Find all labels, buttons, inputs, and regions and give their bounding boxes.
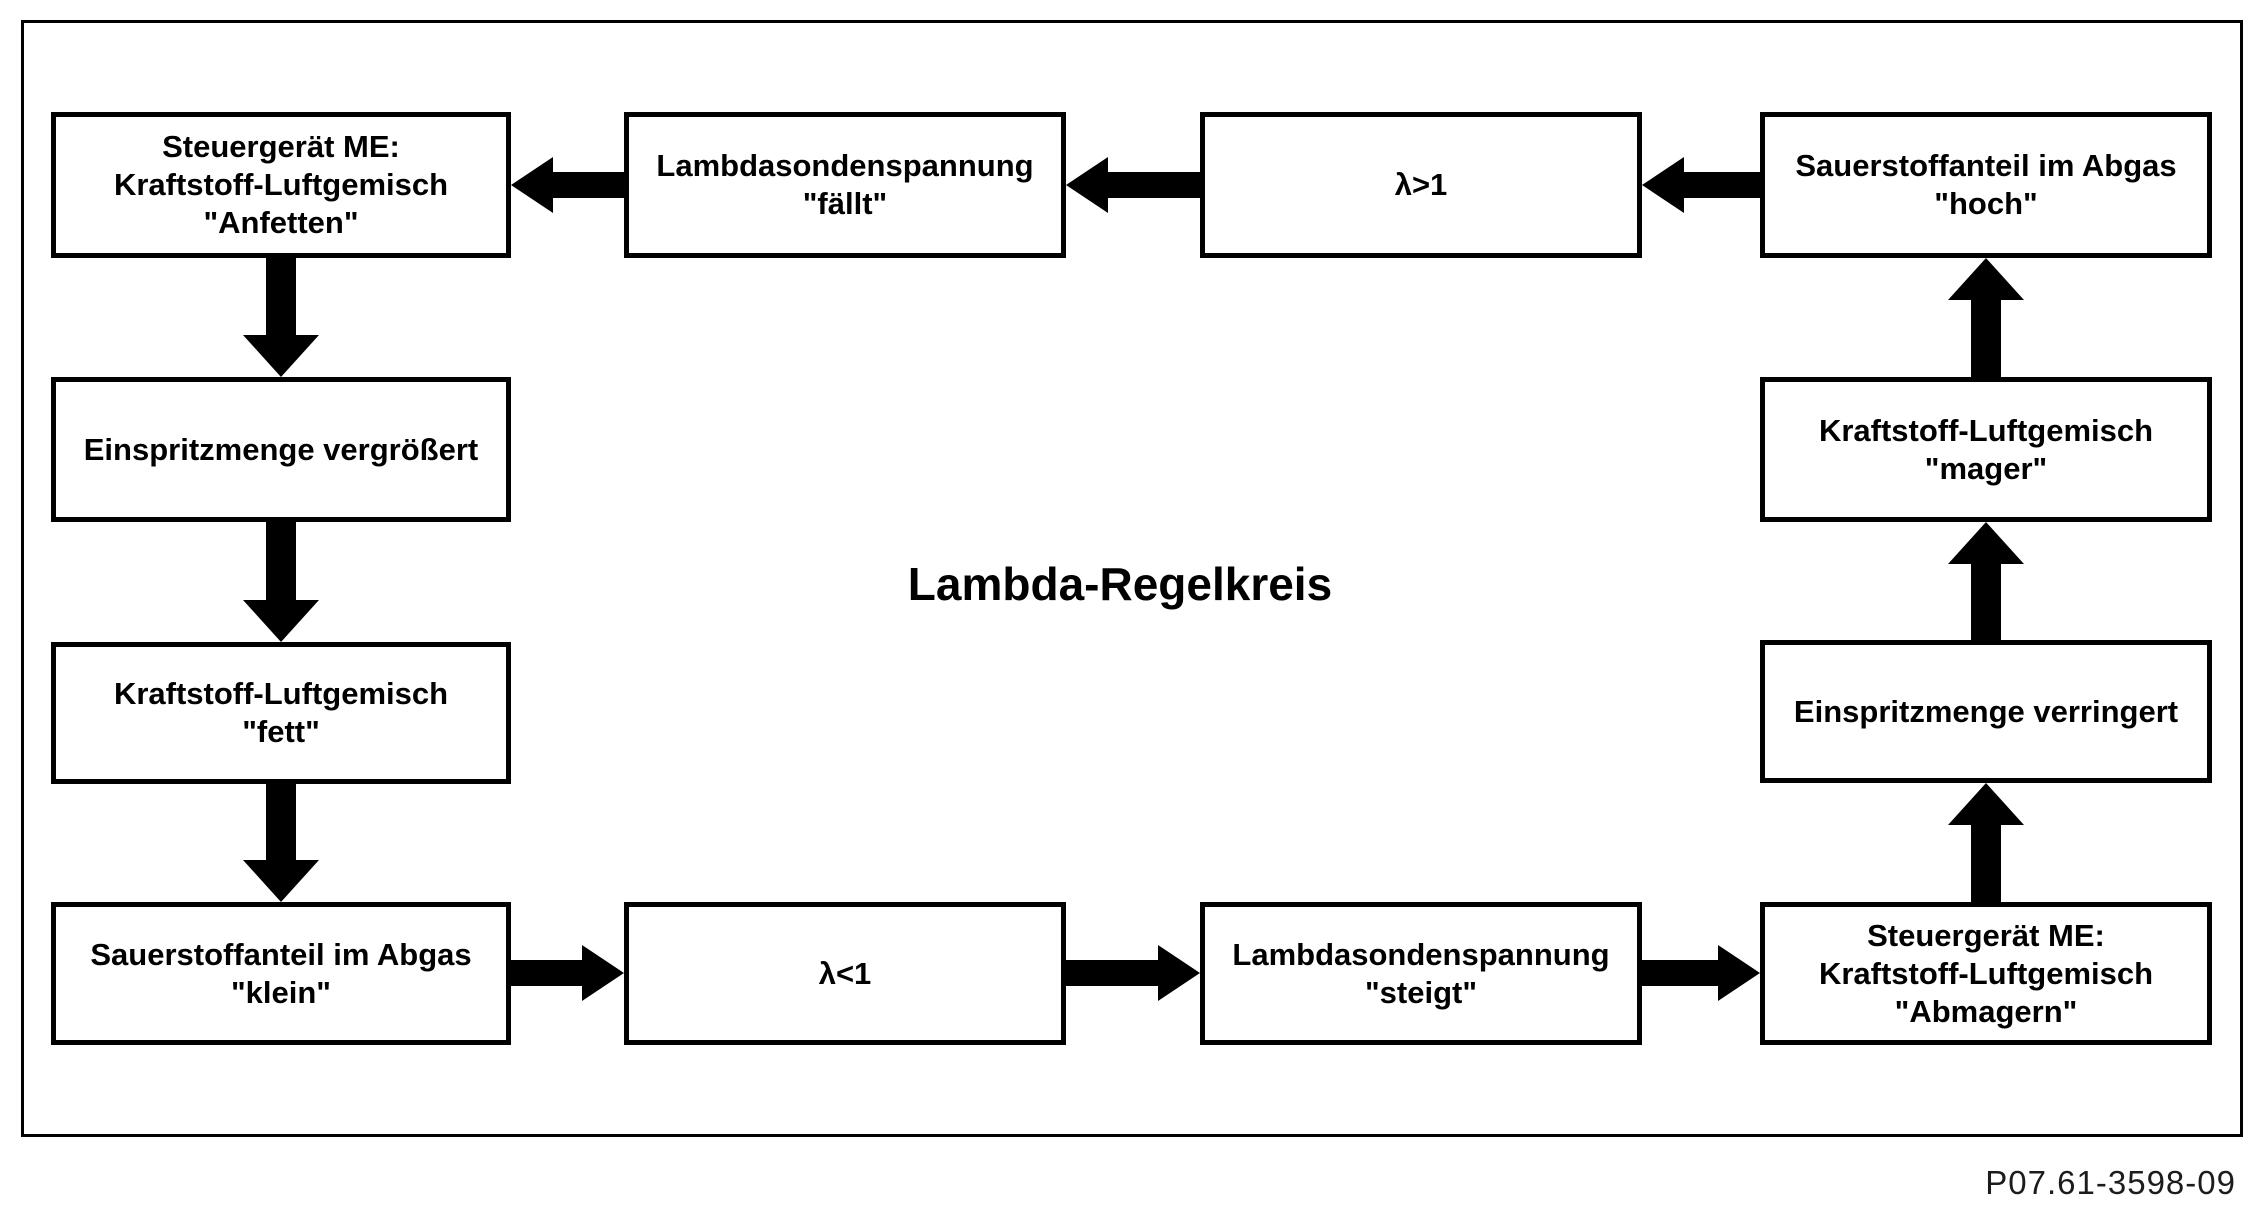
arrow-mager-to-hoch (1971, 298, 2001, 377)
arrow-hoch-to-lambda-gt-1 (1680, 172, 1760, 198)
arrow-anfetten-to-vergroessert (266, 258, 296, 337)
arrow-right-icon (1158, 945, 1200, 1001)
arrow-steigt-to-abmagern (1642, 960, 1720, 986)
arrow-left-icon (1066, 157, 1108, 213)
arrow-down-icon (243, 600, 319, 642)
node-lambda-less-1: λ<1 (624, 902, 1066, 1045)
node-einspritzmenge-vergroessert: Einspritzmenge vergrößert (51, 377, 511, 522)
arrow-up-icon (1948, 522, 2024, 564)
node-steuergeraet-anfetten: Steuergerät ME: Kraftstoff-Luftgemisch "… (51, 112, 511, 258)
node-lambda-greater-1: λ>1 (1200, 112, 1642, 258)
node-lambdasondenspannung-faellt: Lambdasondenspannung "fällt" (624, 112, 1066, 258)
arrow-up-icon (1948, 783, 2024, 825)
node-sauerstoffanteil-klein: Sauerstoffanteil im Abgas "klein" (51, 902, 511, 1045)
arrow-faellt-to-anfetten (549, 172, 624, 198)
arrow-verringert-to-mager (1971, 562, 2001, 640)
arrow-left-icon (1642, 157, 1684, 213)
node-kraftstoff-luftgemisch-fett: Kraftstoff-Luftgemisch "fett" (51, 642, 511, 784)
arrow-down-icon (243, 860, 319, 902)
node-steuergeraet-abmagern: Steuergerät ME: Kraftstoff-Luftgemisch "… (1760, 902, 2212, 1045)
arrow-lambda-gt-1-to-faellt (1104, 172, 1200, 198)
node-einspritzmenge-verringert: Einspritzmenge verringert (1760, 640, 2212, 783)
arrow-up-icon (1948, 258, 2024, 300)
arrow-right-icon (582, 945, 624, 1001)
arrow-left-icon (511, 157, 553, 213)
arrow-right-icon (1718, 945, 1760, 1001)
diagram-title: Lambda-Regelkreis (907, 558, 1333, 610)
node-kraftstoff-luftgemisch-mager: Kraftstoff-Luftgemisch "mager" (1760, 377, 2212, 522)
node-sauerstoffanteil-hoch: Sauerstoffanteil im Abgas "hoch" (1760, 112, 2212, 258)
arrow-down-icon (243, 335, 319, 377)
arrow-abmagern-to-verringert (1971, 823, 2001, 902)
arrow-lambda-lt-1-to-steigt (1066, 960, 1160, 986)
arrow-vergroessert-to-fett (266, 522, 296, 602)
arrow-klein-to-lambda-lt-1 (511, 960, 584, 986)
figure-reference: P07.61-3598-09 (1985, 1164, 2236, 1201)
arrow-fett-to-klein (266, 784, 296, 862)
node-lambdasondenspannung-steigt: Lambdasondenspannung "steigt" (1200, 902, 1642, 1045)
